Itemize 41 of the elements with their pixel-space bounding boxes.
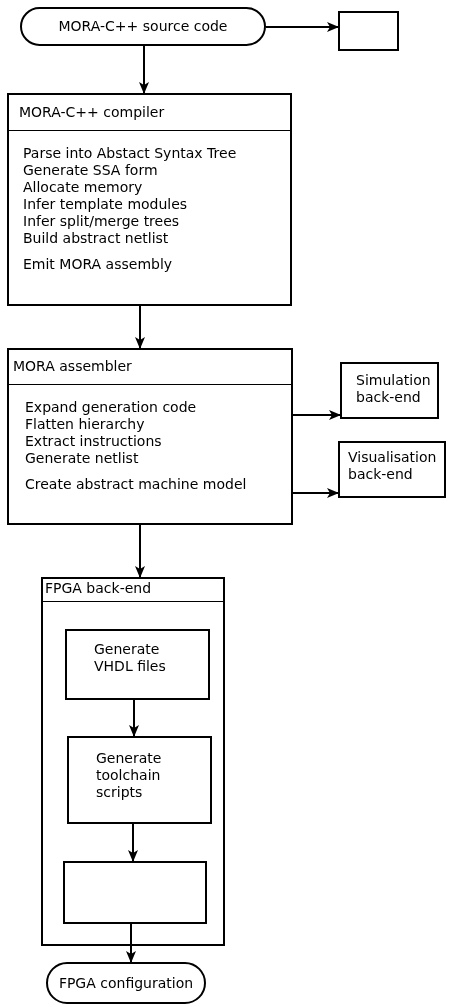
node-label: Allocate memory <box>23 179 143 196</box>
process-box <box>63 861 207 924</box>
end-terminal <box>46 962 206 1004</box>
node-label: Expand generation code <box>25 399 197 416</box>
node-label: Infer template modules <box>23 196 188 213</box>
process-box <box>338 441 446 498</box>
arrow <box>265 22 339 32</box>
arrow <box>135 524 145 578</box>
node-label: Create abstract machine model <box>25 476 247 493</box>
node-label: Build abstract netlist <box>23 230 169 247</box>
process-box <box>340 362 439 419</box>
process-box <box>67 736 212 824</box>
node-label: Simulation back-end <box>356 372 432 406</box>
node-label: Visualisation back-end <box>348 449 438 483</box>
node-label: Generate VHDL files <box>94 641 167 675</box>
container-box <box>41 577 225 946</box>
output-box <box>338 11 399 51</box>
node-label: Generate netlist <box>25 450 139 467</box>
arrow <box>135 305 145 349</box>
node-label: Parse into Abstact Syntax Tree <box>23 145 237 162</box>
node-label: Generate toolchain scripts <box>96 750 163 801</box>
node-label: Extract instructions <box>25 433 162 450</box>
box-heading: MORA assembler <box>13 358 132 375</box>
process-box <box>7 348 293 525</box>
arrow <box>126 923 136 963</box>
box-heading: FPGA back-end <box>45 580 152 597</box>
arrow <box>129 699 139 737</box>
arrow <box>128 823 138 862</box>
node-label: Infer split/merge trees <box>23 213 180 230</box>
start-terminal <box>20 7 266 46</box>
process-box <box>7 93 292 306</box>
node-label: Emit MORA assembly <box>23 256 173 273</box>
process-box <box>65 629 210 700</box>
arrow <box>292 488 339 498</box>
node-label: Flatten hierarchy <box>25 416 145 433</box>
box-heading: MORA-C++ compiler <box>19 104 165 121</box>
node-label: Generate SSA form <box>23 162 158 179</box>
node-label: MORA-C++ source code <box>58 18 228 35</box>
arrow <box>139 45 149 94</box>
arrow <box>292 410 341 420</box>
node-label: FPGA configuration <box>58 974 194 992</box>
